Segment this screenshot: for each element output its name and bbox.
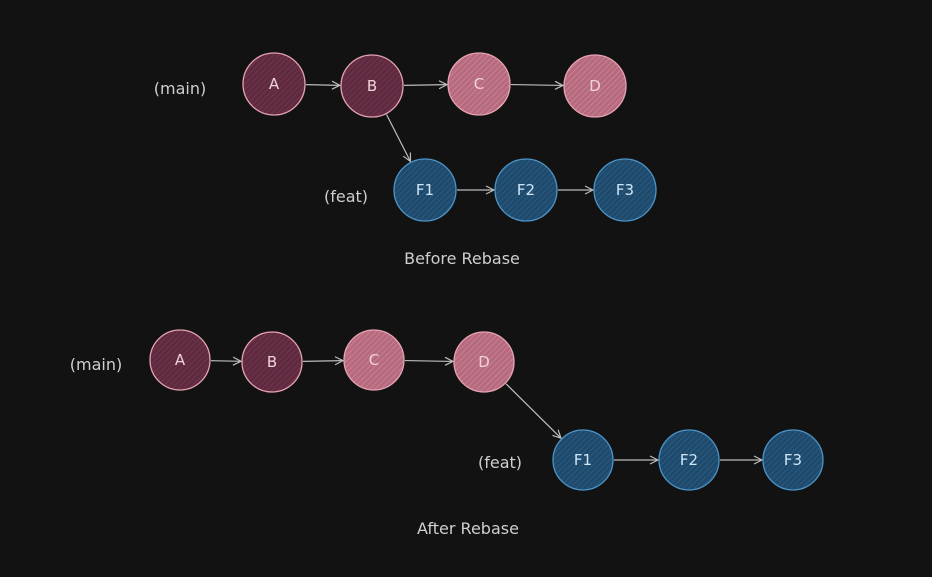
- before-feat-label: (feat): [324, 187, 368, 206]
- after-commit-b-label: B: [267, 353, 277, 371]
- before-branch-edge: [385, 114, 411, 162]
- before-commit-a: A: [242, 52, 306, 116]
- before-commit-f2: F2: [494, 158, 558, 222]
- after-commit-b: B: [241, 331, 303, 393]
- before-commit-f2-circle: [494, 158, 558, 222]
- after-commit-f3-label: F3: [784, 451, 802, 469]
- before-edges: [305, 85, 593, 190]
- before-commit-f1-circle: [393, 158, 457, 222]
- after-branch-edge: [505, 383, 561, 438]
- after-edges: [210, 361, 762, 460]
- before-commit-b: B: [340, 54, 404, 118]
- before-commit-f3: F3: [593, 158, 657, 222]
- before-commit-f3-circle: [593, 158, 657, 222]
- after-commit-b-circle: [241, 331, 303, 393]
- after-commit-f3-circle: [762, 429, 824, 491]
- after-commit-c-circle: [343, 329, 405, 391]
- after-commit-f2-label: F2: [680, 451, 698, 469]
- after-commit-d-label: D: [478, 353, 490, 371]
- after-commit-c-label: C: [369, 351, 379, 369]
- before-commit-b-circle: [340, 54, 404, 118]
- before-commit-c-label: C: [474, 75, 484, 93]
- after-main-edge-2: [404, 361, 453, 362]
- before-commit-c: C: [447, 52, 511, 116]
- after-commit-c: C: [343, 329, 405, 391]
- before-commit-d-label: D: [589, 77, 601, 95]
- after-rebase-caption: After Rebase: [417, 519, 519, 538]
- after-rebase-diagram: (main) (feat) A B C D F1 F2 F3 After Rebase: [70, 329, 824, 538]
- before-commit-f2-label: F2: [517, 181, 535, 199]
- after-commit-f1-circle: [552, 429, 614, 491]
- before-commit-d: D: [563, 54, 627, 118]
- before-commit-f3-label: F3: [616, 181, 634, 199]
- before-commit-f1: F1: [393, 158, 457, 222]
- after-main-edge-1: [302, 361, 343, 362]
- after-commit-f1: F1: [552, 429, 614, 491]
- before-commit-c-circle: [447, 52, 511, 116]
- after-commit-f2: F2: [658, 429, 720, 491]
- after-main-edge-0: [210, 361, 241, 362]
- before-rebase-diagram: (main) (feat) A B C D F1 F2 F3 Before Rebase: [154, 52, 657, 268]
- before-commit-d-circle: [563, 54, 627, 118]
- before-commit-b-label: B: [367, 77, 377, 95]
- after-commit-f2-circle: [658, 429, 720, 491]
- after-commit-f1-label: F1: [574, 451, 592, 469]
- after-commit-f3: F3: [762, 429, 824, 491]
- before-main-label: (main): [154, 79, 206, 98]
- before-main-edge-0: [305, 85, 340, 86]
- before-nodes: A B C D F1 F2 F3: [242, 52, 657, 222]
- before-main-edge-1: [403, 85, 447, 86]
- after-feat-label: (feat): [478, 453, 522, 472]
- after-commit-a-label: A: [175, 351, 186, 369]
- before-commit-a-circle: [242, 52, 306, 116]
- before-commit-f1-label: F1: [416, 181, 434, 199]
- before-rebase-caption: Before Rebase: [404, 249, 520, 268]
- after-nodes: A B C D F1 F2 F3: [149, 329, 824, 491]
- before-commit-a-label: A: [269, 75, 280, 93]
- after-main-label: (main): [70, 355, 122, 374]
- after-commit-d-circle: [453, 331, 515, 393]
- after-commit-a-circle: [149, 329, 211, 391]
- before-main-edge-2: [510, 85, 563, 86]
- after-commit-a: A: [149, 329, 211, 391]
- after-commit-d: D: [453, 331, 515, 393]
